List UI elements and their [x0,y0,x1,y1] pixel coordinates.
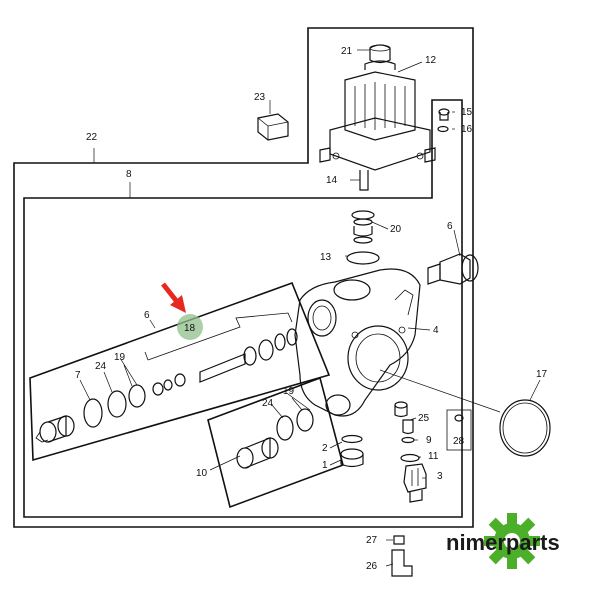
callout-19b: 19 [283,386,295,397]
part-28-box [446,409,472,451]
plug-25 [394,401,408,418]
elbow-26 [391,549,413,577]
callout-28: 28 [453,436,465,447]
washer-16 [437,125,449,133]
ring-19b [296,408,314,432]
callout-16: 16 [461,124,473,135]
seal-11 [400,453,420,463]
callout-13: 13 [320,252,332,263]
callout-21: 21 [341,46,353,57]
o-ring-17 [499,399,551,457]
fitting-27 [393,535,405,545]
sensor-3 [403,463,427,503]
subframe-6 [29,281,331,462]
callout-22: 22 [86,132,98,143]
plug-1 [340,448,364,468]
plug-25b [402,419,414,435]
ring-24 [107,390,127,418]
fitting-6-right [427,253,479,285]
callout-4: 4 [433,325,439,336]
callout-26: 26 [366,561,378,572]
callout-24a: 24 [95,361,107,372]
leader-lines [79,49,541,567]
callout-15: 15 [461,107,473,118]
callout-25: 25 [418,413,430,424]
inner-frame-8 [23,99,463,518]
callout-12: 12 [425,55,437,66]
spool-18 [199,328,298,383]
ring-19 [128,384,146,408]
solenoid-assembly [319,44,436,191]
callout-6-right: 6 [447,221,453,232]
callout-1: 1 [322,460,328,471]
callout-27: 27 [366,535,378,546]
callout-9: 9 [426,435,432,446]
callout-10: 10 [196,468,208,479]
plug-assembly-7 [35,415,75,443]
seals-20 [351,210,375,244]
o-ring-13 [346,251,380,265]
seal-9 [401,436,415,444]
valve-housing-4 [294,268,421,417]
red-arrow-icon [161,282,186,313]
callout-7: 7 [75,370,81,381]
connector-23 [257,113,289,141]
callout-14: 14 [326,175,338,186]
outer-frame-22 [13,27,474,528]
brand-name: nimerparts [446,530,560,555]
callout-19a: 19 [114,352,126,363]
screw-15 [438,108,450,121]
callout-18: 18 [184,323,196,334]
callout-8: 8 [126,169,132,180]
callout-24b: 24 [262,398,274,409]
ring-24b [276,415,294,441]
callout-2: 2 [322,443,328,454]
callout-17: 17 [536,369,548,380]
gear-logo-icon [484,513,540,569]
callout-20: 20 [390,224,402,235]
callout-3: 3 [437,471,443,482]
highlight-circle-18 [177,314,203,340]
callout-6-left: 6 [144,310,150,321]
ring-7 [83,398,103,428]
callout-23: 23 [254,92,266,103]
plug-assembly-10 [236,437,279,469]
seal-2 [341,434,363,444]
bracket-18 [147,312,293,361]
callout-11: 11 [428,451,439,462]
